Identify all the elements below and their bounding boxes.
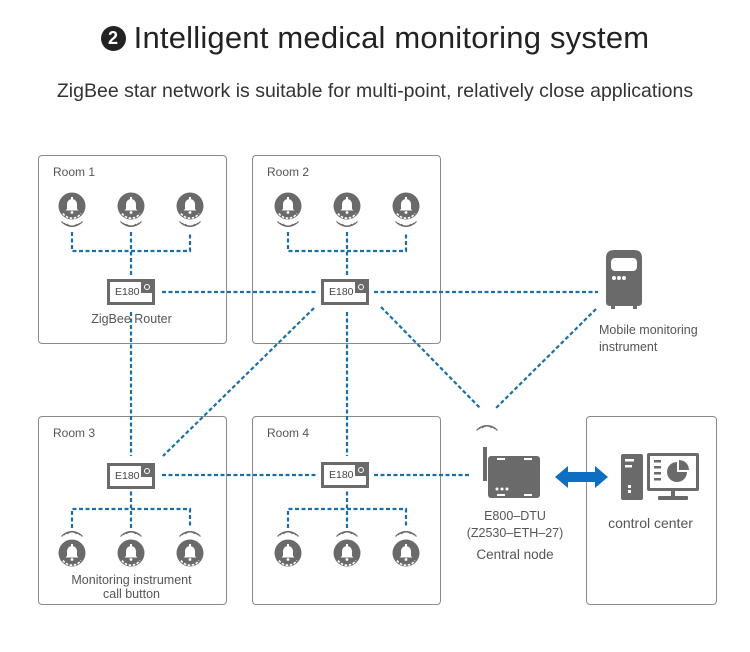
- link-r2-dtu: [380, 306, 482, 410]
- wifi-signal-icon: [60, 220, 84, 228]
- wifi-signal-icon: [335, 530, 359, 538]
- wifi-signal-icon: [335, 220, 359, 228]
- central-node-model: E800–DTU: [484, 509, 546, 523]
- bell-icon: [175, 538, 205, 568]
- router-room-1: E180: [107, 279, 155, 305]
- power-indicator-icon: [141, 282, 152, 293]
- link-room2-bus: [286, 232, 408, 276]
- router-label: E180: [329, 286, 354, 298]
- control-center-box: [586, 416, 717, 605]
- wifi-signal-icon: [119, 530, 143, 538]
- room-label: Room 2: [267, 165, 310, 179]
- bell-icon: [273, 538, 303, 568]
- wifi-signal-icon: [119, 220, 143, 228]
- mobile-instrument-caption-line1: Mobile monitoring: [599, 323, 698, 337]
- wifi-signal-icon: [276, 220, 300, 228]
- wifi-signal-icon: [178, 220, 202, 228]
- power-indicator-icon: [355, 282, 366, 293]
- wifi-signal-icon: [394, 530, 418, 538]
- step-number-badge: 2: [100, 26, 126, 51]
- title-text: Intelligent medical monitoring system: [133, 20, 650, 55]
- mobile-monitor-icon: [606, 250, 642, 309]
- room-3: Room 3: [38, 416, 227, 605]
- bell-icon: [332, 538, 362, 568]
- mobile-instrument-caption-line2: instrument: [599, 340, 658, 354]
- router-label: E180: [115, 286, 140, 298]
- link-mobile-dtu: [494, 308, 597, 410]
- zigbee-router-caption: ZigBee Router: [91, 312, 172, 326]
- link-r2-r3: [162, 307, 315, 457]
- call-button-caption-line1: Monitoring instrument: [71, 573, 192, 587]
- power-indicator-icon: [355, 465, 366, 476]
- wifi-signal-icon: [394, 220, 418, 228]
- dtu-router-icon: [475, 424, 540, 498]
- bell-icon: [332, 191, 362, 221]
- page-title: 2 Intelligent medical monitoring system: [0, 20, 750, 56]
- bell-icon: [116, 538, 146, 568]
- page-subtitle: ZigBee star network is suitable for mult…: [56, 80, 694, 102]
- router-label: E180: [115, 470, 140, 482]
- bell-icon: [57, 191, 87, 221]
- wifi-signal-icon: [60, 530, 84, 538]
- router-room-2: E180: [321, 279, 369, 305]
- bidirectional-arrow-icon: [555, 466, 608, 488]
- bell-icon: [391, 538, 421, 568]
- bell-icon: [391, 191, 421, 221]
- link-room4-bus: [286, 490, 408, 528]
- power-indicator-icon: [141, 466, 152, 477]
- computer-monitor-icon: [621, 453, 699, 500]
- link-room1-bus: [70, 232, 192, 276]
- room-label: Room 1: [53, 165, 96, 179]
- bell-icon: [175, 191, 205, 221]
- room-1: Room 1: [38, 155, 227, 344]
- router-label: E180: [329, 469, 354, 481]
- room-label: Room 4: [267, 426, 310, 440]
- bell-icon: [57, 538, 87, 568]
- control-center-caption: control center: [608, 515, 693, 531]
- router-room-3: E180: [107, 463, 155, 489]
- link-room3-bus: [70, 490, 192, 528]
- bell-icon: [273, 191, 303, 221]
- room-2: Room 2: [252, 155, 441, 344]
- call-button-caption-line2: call button: [103, 587, 160, 601]
- wifi-signal-icon: [178, 530, 202, 538]
- router-room-4: E180: [321, 462, 369, 488]
- central-node-role: Central node: [476, 547, 554, 562]
- central-node-model-code: (Z2530–ETH–27): [466, 526, 564, 540]
- wifi-signal-icon: [276, 530, 300, 538]
- bell-icon: [116, 191, 146, 221]
- room-label: Room 3: [53, 426, 96, 440]
